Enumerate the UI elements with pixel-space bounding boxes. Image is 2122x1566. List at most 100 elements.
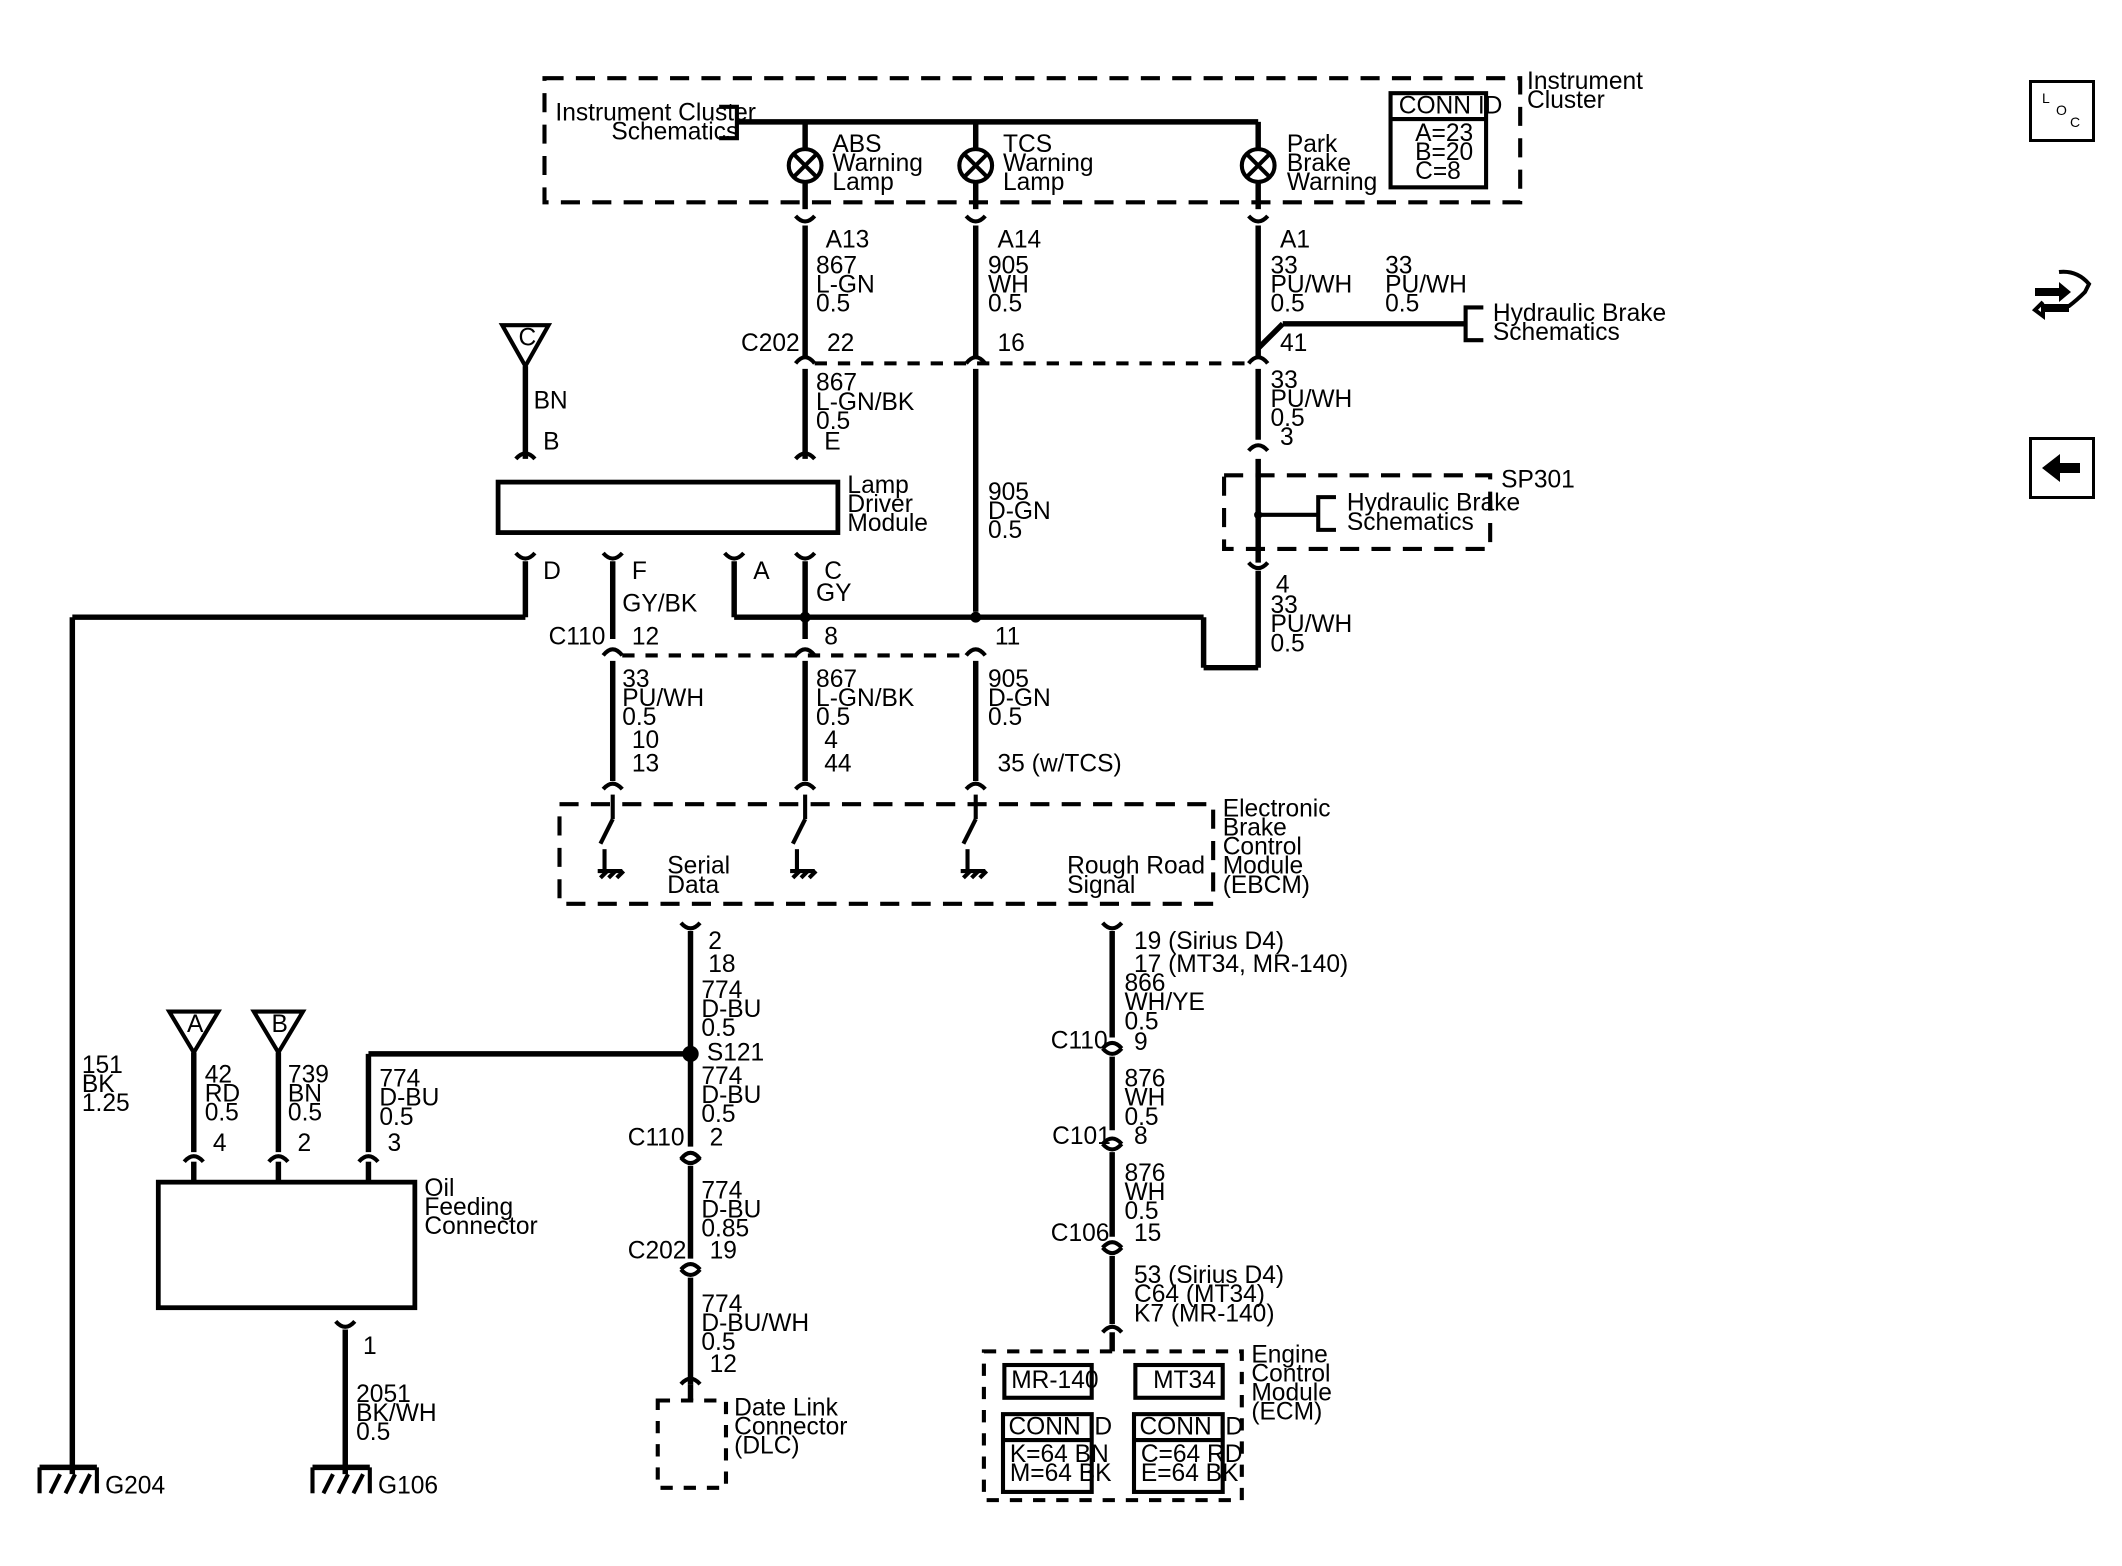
svg-text:Warning: Warning: [1287, 169, 1378, 196]
ground-g204: G204: [37, 1464, 165, 1499]
svg-text:Control: Control: [1251, 1360, 1330, 1387]
svg-text:4: 4: [1276, 572, 1290, 599]
svg-text:8: 8: [1134, 1123, 1148, 1150]
svg-text:Module: Module: [1251, 1379, 1332, 1406]
svg-text:17 (MT34, MR-140): 17 (MT34, MR-140): [1134, 951, 1348, 978]
svg-text:10: 10: [632, 727, 659, 754]
svg-text:44: 44: [824, 750, 851, 777]
svg-text:Control: Control: [1223, 834, 1302, 861]
svg-text:B: B: [272, 1011, 288, 1038]
tcs-warning-lamp: TCS Warning Lamp: [957, 121, 1094, 210]
svg-text:O: O: [2056, 102, 2067, 118]
svg-text:Oil: Oil: [424, 1175, 454, 1202]
lamp-driver-module: C BN B E Lamp Driver Module D F A C GY/B…: [69, 323, 1259, 1475]
svg-text:ABS: ABS: [832, 131, 881, 158]
instrument-cluster-title-line1: Instrument: [1527, 68, 1643, 95]
svg-text:2051: 2051: [356, 1381, 411, 1408]
svg-text:BK/WH: BK/WH: [356, 1400, 436, 1427]
conn-id-row: B=20: [1415, 139, 1473, 166]
svg-text:2: 2: [297, 1130, 311, 1157]
svg-text:0.5: 0.5: [1124, 1104, 1158, 1131]
ground-g106: G106: [310, 1464, 438, 1499]
svg-text:Schematics: Schematics: [1347, 509, 1474, 536]
svg-text:WH: WH: [1124, 1179, 1165, 1206]
svg-text:0.5: 0.5: [1124, 1198, 1158, 1225]
svg-text:RD: RD: [205, 1081, 240, 1108]
svg-text:TCS: TCS: [1003, 131, 1052, 158]
svg-text:0.5: 0.5: [356, 1419, 390, 1446]
svg-text:Lamp: Lamp: [1003, 169, 1064, 196]
cluster-schematics-ref-line1: Instrument Cluster: [555, 99, 756, 126]
svg-text:Module: Module: [847, 510, 928, 537]
ebcm-input-wiring: C110 12 8 11 33 PU/WH 0.5 867 L-GN/BK 0.…: [549, 623, 1122, 791]
svg-text:905: 905: [988, 252, 1029, 279]
svg-text:0.5: 0.5: [205, 1100, 239, 1127]
location-button[interactable]: L O C: [2029, 80, 2095, 142]
conn-id-row: C=8: [1415, 158, 1461, 185]
svg-text:(DLC): (DLC): [734, 1433, 799, 1460]
svg-text:33: 33: [622, 666, 649, 693]
svg-text:Module: Module: [1223, 853, 1304, 880]
abs-warning-lamp: ABS Warning Lamp: [786, 121, 923, 210]
svg-text:BN: BN: [534, 387, 568, 414]
svg-text:K=64 BN: K=64 BN: [1010, 1441, 1109, 1468]
svg-text:D-BU: D-BU: [701, 1082, 761, 1109]
svg-text:Engine: Engine: [1251, 1341, 1327, 1368]
svg-text:C64 (MT34): C64 (MT34): [1134, 1281, 1265, 1308]
instrument-cluster-title-line2: Cluster: [1527, 87, 1605, 114]
svg-text:E=64 BK: E=64 BK: [1141, 1460, 1239, 1487]
connector-icon: [2031, 269, 2092, 320]
data-link-connector: Date Link Connector (DLC): [655, 1384, 847, 1490]
svg-text:4: 4: [824, 727, 838, 754]
svg-text:2: 2: [708, 928, 722, 955]
connector-view-button[interactable]: [2029, 262, 2095, 324]
svg-text:C202: C202: [628, 1238, 687, 1265]
back-button[interactable]: [2029, 437, 2095, 499]
svg-text:774: 774: [379, 1066, 420, 1093]
svg-text:774: 774: [701, 1178, 742, 1205]
svg-text:739: 739: [288, 1062, 329, 1089]
svg-text:33: 33: [1270, 252, 1297, 279]
svg-text:0.5: 0.5: [988, 704, 1022, 731]
svg-text:WH: WH: [1124, 1085, 1165, 1112]
svg-text:0.5: 0.5: [1270, 291, 1304, 318]
svg-text:Driver: Driver: [847, 491, 912, 518]
svg-text:Connector: Connector: [424, 1213, 537, 1240]
svg-text:(ECM): (ECM): [1251, 1399, 1322, 1426]
svg-text:33: 33: [1385, 252, 1412, 279]
svg-text:3: 3: [1280, 424, 1294, 451]
svg-text:BN: BN: [288, 1081, 322, 1108]
svg-text:0.5: 0.5: [379, 1104, 413, 1131]
svg-text:Schematics: Schematics: [1493, 319, 1620, 346]
ebcm-module: Serial Data Rough Road Signal Electronic…: [557, 794, 1330, 906]
svg-text:PU/WH: PU/WH: [622, 685, 704, 712]
svg-text:GY/BK: GY/BK: [622, 591, 698, 618]
svg-text:18: 18: [708, 951, 735, 978]
svg-text:PU/WH: PU/WH: [1270, 611, 1352, 638]
svg-text:0.5: 0.5: [816, 408, 850, 435]
svg-text:GY: GY: [816, 580, 851, 607]
svg-text:L: L: [2042, 90, 2050, 106]
svg-text:Lamp: Lamp: [847, 472, 908, 499]
svg-text:0.5: 0.5: [1124, 1008, 1158, 1035]
svg-text:K7 (MR-140): K7 (MR-140): [1134, 1300, 1275, 1327]
conn-id-title: CONN ID: [1399, 93, 1503, 120]
svg-text:C: C: [2070, 114, 2080, 130]
svg-text:33: 33: [1270, 592, 1297, 619]
svg-text:A: A: [187, 1011, 204, 1038]
back-arrow-icon: [2042, 454, 2080, 482]
svg-text:G204: G204: [105, 1472, 165, 1499]
svg-text:8: 8: [824, 623, 838, 650]
svg-text:BK: BK: [82, 1071, 115, 1098]
svg-text:53 (Sirius D4): 53 (Sirius D4): [1134, 1262, 1284, 1289]
svg-text:876: 876: [1124, 1160, 1165, 1187]
svg-text:D-BU: D-BU: [379, 1085, 439, 1112]
svg-text:C110: C110: [549, 623, 606, 650]
svg-text:C=64 RD: C=64 RD: [1141, 1441, 1243, 1468]
svg-text:0.5: 0.5: [701, 1015, 735, 1042]
svg-text:Warning: Warning: [1003, 150, 1093, 177]
svg-text:0.5: 0.5: [288, 1100, 322, 1127]
svg-text:C: C: [519, 325, 537, 352]
svg-text:3: 3: [388, 1130, 402, 1157]
svg-text:16: 16: [998, 330, 1025, 357]
